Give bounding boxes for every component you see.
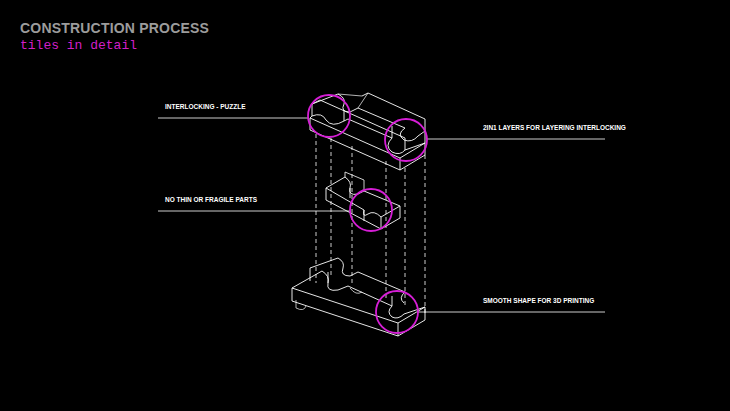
- projection-line: [331, 138, 332, 276]
- callout-label: 2IN1 LAYERS FOR LAYERING INTERLOCKING: [483, 125, 626, 132]
- tile-top-face: [292, 271, 425, 323]
- leader-lines: [158, 118, 605, 312]
- projection-line: [405, 168, 406, 306]
- slide-subtitle: tiles in detail: [20, 39, 137, 52]
- leader-line: [418, 312, 605, 313]
- callout-label: NO THIN OR FRAGILE PARTS: [165, 197, 257, 204]
- tile-side: [400, 143, 425, 170]
- projection-line: [386, 161, 387, 298]
- highlight-circles: [308, 95, 427, 333]
- slide-title: CONSTRUCTION PROCESS: [20, 21, 209, 35]
- tile-notch-edge: [350, 188, 364, 221]
- callout-label: SMOOTH SHAPE FOR 3D PRINTING: [483, 298, 594, 305]
- leader-line: [158, 118, 308, 119]
- tile-side: [292, 288, 398, 336]
- highlight-circle: [376, 291, 418, 333]
- highlight-circle: [385, 119, 427, 161]
- leader-line: [158, 211, 350, 212]
- projection-line: [352, 146, 353, 284]
- projection-line: [316, 134, 317, 283]
- callout-label: INTERLOCKING - PUZZLE: [165, 104, 246, 111]
- top-tile: [310, 93, 425, 170]
- tile-notch-edge: [328, 272, 392, 306]
- leader-line: [427, 139, 605, 140]
- highlight-circle: [350, 189, 392, 231]
- projection-line: [425, 155, 426, 313]
- tile-side: [310, 118, 400, 170]
- tile-notch-edge: [344, 110, 392, 138]
- bottom-tile: [292, 258, 425, 336]
- tile-drawing: [292, 93, 425, 336]
- tile-upper-layer: [310, 258, 405, 303]
- tile-curve: [296, 288, 362, 310]
- tile-upper-edge: [362, 93, 425, 131]
- tile-upper-edge: [345, 172, 364, 191]
- highlight-circle: [308, 95, 350, 137]
